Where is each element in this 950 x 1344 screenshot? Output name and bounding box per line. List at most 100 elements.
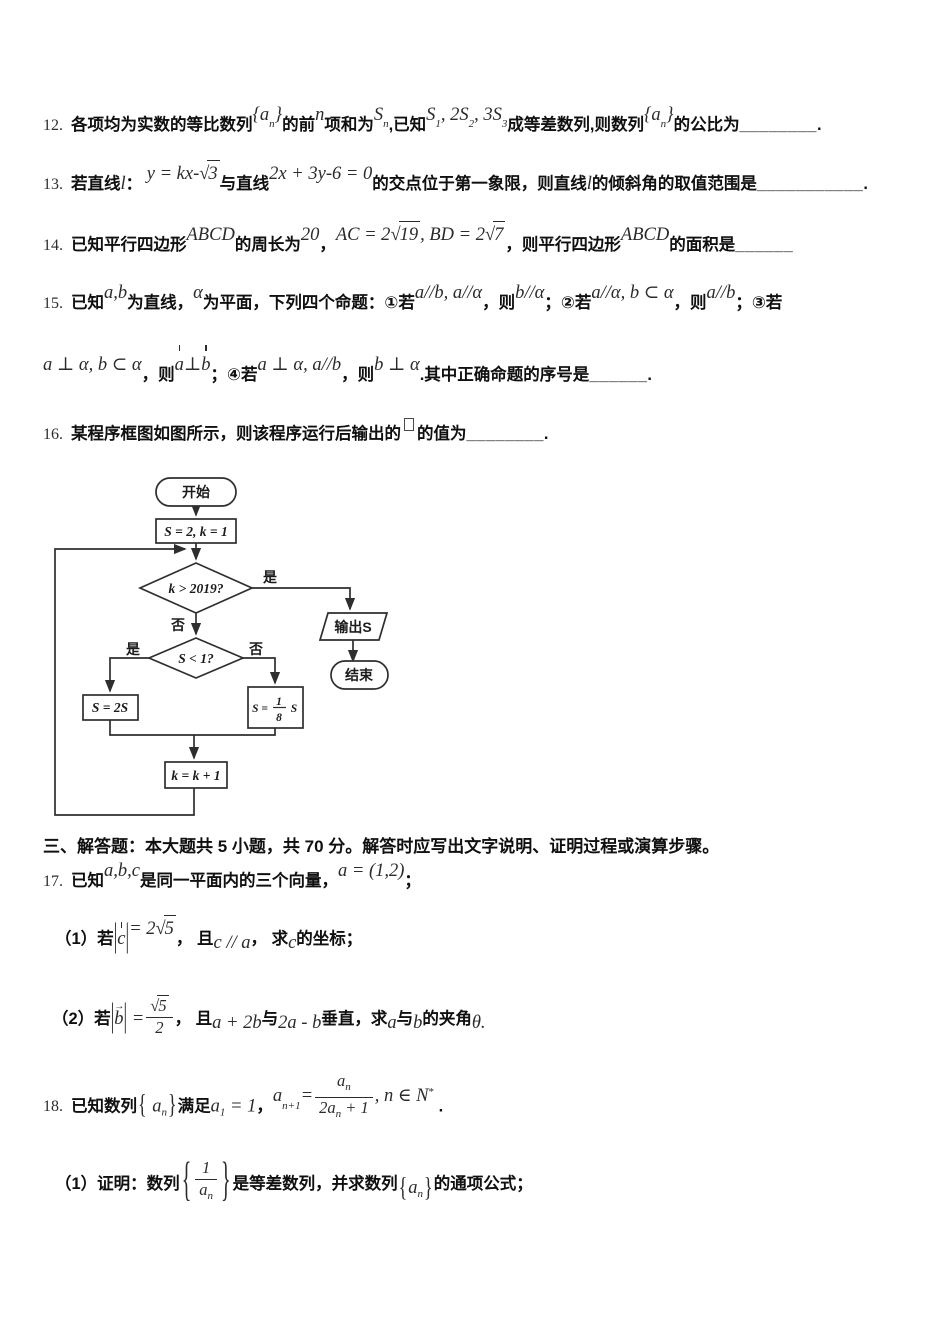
text-run: 的坐标； <box>296 930 363 948</box>
text-run: ， <box>256 1097 273 1116</box>
math-run: a <box>199 1180 208 1199</box>
flow-loopback <box>54 543 195 816</box>
subscript: n <box>383 118 389 131</box>
text-run: 某程序框图如图所示，则该程序运行后输出的 <box>71 425 401 443</box>
missing-glyph-box <box>404 418 414 431</box>
text-run: 满足 <box>177 1097 211 1116</box>
math-run: a <box>272 1086 283 1107</box>
text-run: ，则 <box>341 366 375 384</box>
flowchart-end-node <box>330 660 389 690</box>
radicand: 5 <box>157 995 169 1015</box>
question-15-line1: 15.已知a,b为直线，α为平面，下列四个命题：①若a//b, a//α，则b/… <box>43 283 783 317</box>
text-run: 的值为 <box>417 425 467 443</box>
math-run: 2 <box>155 1018 164 1037</box>
math-run: √ <box>155 919 166 939</box>
big-brace: { <box>181 1153 192 1207</box>
fraction-numerator: an <box>315 1072 373 1099</box>
text-run: . <box>434 1097 444 1116</box>
math-run: 20 <box>300 225 320 245</box>
answer-blank: ______ <box>589 366 648 384</box>
math-run: l <box>586 174 592 194</box>
math-run: a + 2b <box>212 1013 262 1034</box>
text-run: ,已知 <box>388 116 427 134</box>
text-run: 与 <box>261 1010 279 1029</box>
question-number: 17. <box>43 873 63 890</box>
text-run: 是同一平面内的三个向量， <box>139 872 338 890</box>
math-run: √ <box>150 996 160 1015</box>
answer-blank: ________ <box>466 425 544 443</box>
radicand: 19 <box>398 221 421 248</box>
subscript: n <box>417 1187 424 1200</box>
text-run: 已知 <box>71 872 104 890</box>
question-number: 12. <box>43 117 63 134</box>
math-run: a <box>408 1177 418 1198</box>
text-run: ；③若 <box>735 294 783 312</box>
text-run: ， 且 <box>175 930 214 948</box>
math-run: , n ∈ N <box>374 1086 429 1107</box>
subscript: n <box>335 1108 342 1121</box>
flowchart-no2-label: 否 <box>248 641 263 657</box>
math-run: α <box>193 283 203 303</box>
flow-cond2-yes-branch <box>104 657 149 693</box>
question-14: 14.已知平行四边形ABCD的周长为20， AC = 2√19, BD = 2√… <box>43 221 793 259</box>
math-run: {a <box>252 105 270 125</box>
text-run: ， <box>319 236 336 254</box>
subscript: 1 <box>435 118 441 131</box>
math-run: 1 <box>202 1158 211 1177</box>
flow-cond1-yes-branch <box>252 587 356 611</box>
text-run: ， 且 <box>174 1010 213 1029</box>
math-run: l <box>120 174 126 194</box>
answer-blank: ___________ <box>756 175 864 193</box>
fraction-denominator: an <box>195 1180 217 1205</box>
radicand: 3 <box>207 160 220 187</box>
math-run: = 1 <box>225 1096 257 1117</box>
flowchart-yes1-label: 是 <box>263 569 278 585</box>
math-run: a//b <box>706 283 736 303</box>
math-run: y = kx- <box>146 164 200 184</box>
question-number: 16. <box>43 426 63 443</box>
flowchart-start-node <box>155 477 237 507</box>
text-run: 的倾斜角的取值范围是 <box>591 175 757 193</box>
math-run: , 3S <box>474 105 502 125</box>
math-run: c // a <box>213 933 251 953</box>
flowchart-yes2-label: 是 <box>126 641 141 657</box>
fraction-numerator: 1 <box>195 1158 218 1180</box>
text-run: . <box>863 175 868 193</box>
math-run: √ <box>390 225 401 245</box>
math-run: 2x + 3y-6 = 0 <box>269 164 373 184</box>
text-run: 的通项公式； <box>433 1174 533 1193</box>
math-run: ⊥ <box>183 355 202 375</box>
question-number: 13. <box>43 176 63 193</box>
vector-var: b <box>114 1009 123 1029</box>
text-run: 三、解答题：本大题共 5 小题，共 70 分。解答时应写出文字说明、证明过程或演… <box>43 837 720 856</box>
math-run: √ <box>485 225 496 245</box>
text-run: ： <box>125 175 147 193</box>
subscript: 1 <box>219 1106 226 1119</box>
question-number: 14. <box>43 237 63 254</box>
flowchart-init-label: S = 2, k = 1 <box>164 524 227 539</box>
text-run: . <box>647 366 652 384</box>
math-run: , BD = 2 <box>420 225 485 245</box>
radicand: 7 <box>493 221 506 248</box>
flow-merge-left <box>109 720 194 736</box>
ticked-var: b <box>201 345 210 378</box>
math-run: a = (1,2) <box>337 861 405 881</box>
text-run: ；②若 <box>544 294 592 312</box>
flowchart-double-box-label: S = 2S <box>92 700 128 715</box>
subscript: 3 <box>501 118 508 131</box>
subscript: 2 <box>468 118 475 131</box>
text-run: ； <box>404 872 421 890</box>
question-number: 15. <box>43 295 63 312</box>
text-run: . <box>816 116 822 134</box>
flowchart-eighth-post: S <box>291 703 297 715</box>
text-run: ，则 <box>482 294 516 312</box>
math-run: c <box>288 933 297 953</box>
math-run: = <box>300 1086 314 1107</box>
text-run: （1）若 <box>55 930 114 948</box>
abs-bar: | <box>123 996 128 1035</box>
math-run: a//b, a//α <box>414 283 483 303</box>
flowchart-double-box <box>82 694 139 721</box>
fraction: √5 2 <box>146 995 173 1038</box>
